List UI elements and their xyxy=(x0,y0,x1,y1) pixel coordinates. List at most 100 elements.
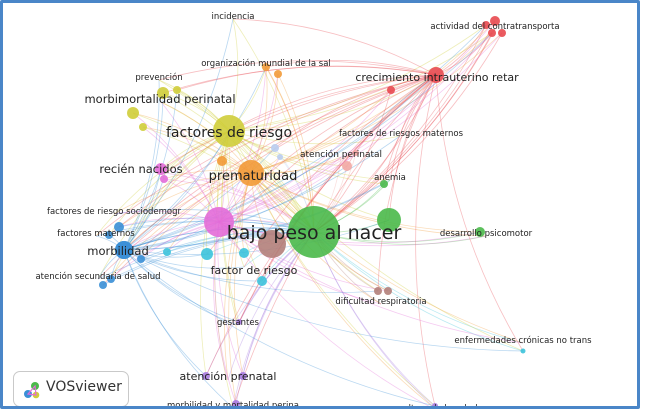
node-minor-24[interactable] xyxy=(236,319,242,325)
edge-195 xyxy=(123,74,437,251)
node-minor-25[interactable] xyxy=(232,400,240,406)
edge-186 xyxy=(214,221,237,405)
node-label-bpn[interactable]: bajo peso al nacer xyxy=(227,222,402,244)
edge-121 xyxy=(228,172,252,405)
node-minor-32[interactable] xyxy=(342,161,352,171)
node-minor-23[interactable] xyxy=(239,372,247,380)
node-minor-7[interactable] xyxy=(127,107,139,119)
node-label-gest[interactable]: gestantes xyxy=(217,318,260,328)
node-label-dp[interactable]: desarrollo psicomotor xyxy=(440,229,533,239)
edge-99 xyxy=(123,172,252,251)
node-label-mmp[interactable]: morbimortalidad perinatal xyxy=(84,92,235,106)
node-minor-1[interactable] xyxy=(258,230,286,258)
edge-160 xyxy=(435,74,524,352)
node-label-ecnt[interactable]: enfermedades crónicas no trans xyxy=(454,335,592,346)
node-minor-30[interactable] xyxy=(488,29,496,37)
edge-70 xyxy=(228,130,401,145)
edge-40 xyxy=(110,231,315,280)
edge-221 xyxy=(123,165,348,251)
edge-198 xyxy=(123,18,234,251)
node-minor-28[interactable] xyxy=(482,21,490,29)
edge-115 xyxy=(118,172,252,228)
edge-177 xyxy=(132,112,220,223)
node-minor-16[interactable] xyxy=(107,275,115,283)
edge-158 xyxy=(383,74,437,185)
node-minor-26[interactable] xyxy=(432,403,438,406)
node-prem[interactable] xyxy=(238,160,264,186)
node-minor-6[interactable] xyxy=(157,87,169,99)
node-minor-10[interactable] xyxy=(155,163,167,175)
node-minor-35[interactable] xyxy=(277,154,283,160)
node-minor-34[interactable] xyxy=(271,144,279,152)
node-label-frm[interactable]: factores de riesgos maternos xyxy=(339,129,464,139)
edge-189 xyxy=(218,89,392,223)
node-minor-11[interactable] xyxy=(160,175,168,183)
node-label-inc[interactable]: incidencia xyxy=(211,12,254,22)
node-label-oms[interactable]: organización mundial de la sal xyxy=(201,58,331,69)
edge-120 xyxy=(234,172,252,377)
vosviewer-logo-text: VOSviewer xyxy=(46,379,122,395)
node-minor-2[interactable] xyxy=(377,208,401,232)
node-label-frsd[interactable]: factores de riesgo sociodemogr xyxy=(47,207,182,217)
edge-188 xyxy=(218,32,503,223)
edge-170 xyxy=(218,221,487,247)
node-minor-21[interactable] xyxy=(163,248,171,256)
node-minor-33[interactable] xyxy=(353,150,359,156)
node-label-anem[interactable]: anemia xyxy=(374,173,406,183)
edge-165 xyxy=(213,221,229,381)
node-minor-8[interactable] xyxy=(173,86,181,94)
edge-72 xyxy=(95,130,230,237)
node-label-morb[interactable]: morbilidad xyxy=(87,244,149,258)
node-minor-39[interactable] xyxy=(384,287,392,295)
node-minor-29[interactable] xyxy=(498,29,506,37)
node-bpn[interactable] xyxy=(288,206,340,258)
edge-223 xyxy=(123,183,385,251)
node-label-rn[interactable]: recién nacidos xyxy=(99,162,182,176)
node-label-aper[interactable]: atención perinatal xyxy=(300,149,382,160)
node-label-dr[interactable]: dificultad respiratoria xyxy=(335,297,426,307)
node-minor-19[interactable] xyxy=(239,248,249,258)
node-label-ap[interactable]: atención prenatal xyxy=(180,370,277,383)
network-map[interactable]: bajo peso al nacer factores de riesgo prem… xyxy=(3,3,637,406)
node-label-ass[interactable]: atención secundaria de salud xyxy=(35,271,160,282)
node-minor-14[interactable] xyxy=(105,231,113,239)
edge-147 xyxy=(108,74,437,236)
node-label-ciu[interactable]: crecimiento intrauterino retar xyxy=(355,71,519,84)
node-minor-5[interactable] xyxy=(274,70,282,78)
node-fr[interactable] xyxy=(213,115,245,147)
node-minor-15[interactable] xyxy=(99,281,107,289)
edge-105 xyxy=(250,172,487,237)
node-minor-22[interactable] xyxy=(202,372,210,380)
node-minor-13[interactable] xyxy=(114,222,124,232)
edge-219 xyxy=(123,24,487,251)
edge-117 xyxy=(140,172,252,260)
node-minor-31[interactable] xyxy=(387,86,395,94)
node-label-prem[interactable]: prematuridad xyxy=(209,169,298,184)
node-label-fm[interactable]: factores maternos xyxy=(57,229,135,239)
node-minor-4[interactable] xyxy=(262,63,270,71)
node-minor-36[interactable] xyxy=(380,180,388,188)
edge-107 xyxy=(250,172,524,344)
node-minor-38[interactable] xyxy=(374,287,382,295)
node-minor-17[interactable] xyxy=(137,255,145,263)
node-label-prev[interactable]: prevención xyxy=(135,72,182,83)
node-label-cs[interactable]: cultura de la salud xyxy=(399,404,478,406)
node-ciu[interactable] xyxy=(428,67,444,83)
node-label-mmpe[interactable]: morbilidad y mortalidad perina xyxy=(167,401,299,406)
node-minor-3[interactable] xyxy=(217,156,227,166)
node-minor-27[interactable] xyxy=(490,16,500,26)
node-label-fr2[interactable]: factor de riesgo xyxy=(211,264,298,277)
node-minor-0[interactable] xyxy=(204,207,234,237)
node-minor-9[interactable] xyxy=(139,123,147,131)
node-label-fr[interactable]: factores de riesgo xyxy=(166,125,292,141)
node-minor-20[interactable] xyxy=(257,276,267,286)
node-minor-40[interactable] xyxy=(520,348,526,354)
edge-197 xyxy=(123,249,245,269)
node-morb[interactable] xyxy=(115,241,133,259)
edge-54 xyxy=(313,32,493,233)
node-minor-37[interactable] xyxy=(475,227,485,237)
node-minor-18[interactable] xyxy=(201,248,213,260)
node-label-act[interactable]: actividad del contratransporta xyxy=(430,22,559,32)
edge-11 xyxy=(313,28,496,233)
edge-64 xyxy=(313,231,524,352)
